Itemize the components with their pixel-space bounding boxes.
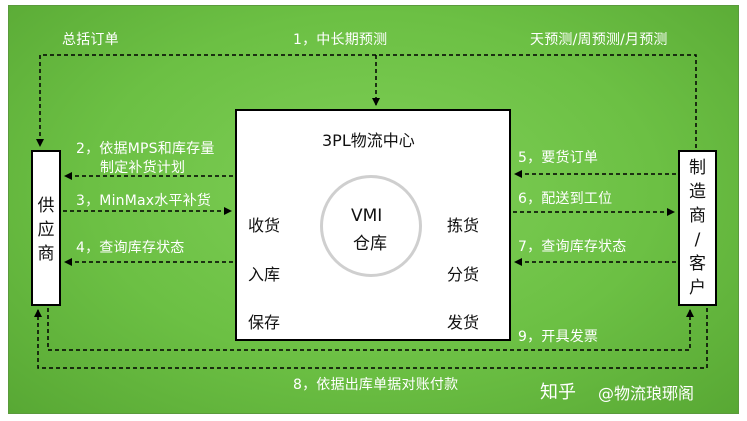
label-query-right: 7，查询库存状态 xyxy=(518,239,627,255)
op-store: 保存 xyxy=(248,313,281,332)
label-payment: 8，依据出库单据对账付款 xyxy=(293,377,459,393)
op-pick: 拣货 xyxy=(447,216,480,235)
label-summary-order: 总括订单 xyxy=(62,32,119,48)
manufacturer-char: 制 xyxy=(689,158,706,178)
label-require-order: 5，要货订单 xyxy=(518,150,599,166)
label-minmax: 3，MinMax水平补货 xyxy=(76,193,212,209)
label-mid-long-forecast: 1，中长期预测 xyxy=(293,32,388,48)
op-putaway: 入库 xyxy=(248,265,281,284)
label-invoice: 9，开具发票 xyxy=(518,329,599,345)
label-query-left: 4，查询库存状态 xyxy=(76,240,185,256)
vmi-warehouse-circle xyxy=(320,175,422,277)
supplier-char: 应 xyxy=(37,220,55,240)
arrow-payment xyxy=(34,308,708,369)
manufacturer-char: 户 xyxy=(689,278,706,298)
supplier-char: 商 xyxy=(37,244,55,264)
label-deliver: 6，配送到工位 xyxy=(518,191,613,207)
manufacturer-box: 制 造 商 / 客 户 xyxy=(678,150,717,306)
manufacturer-char: 商 xyxy=(689,206,706,226)
manufacturer-char: 客 xyxy=(689,254,706,274)
vmi-warehouse-label: 仓库 xyxy=(353,234,387,254)
label-replenish-plan-line2: 制定补货计划 xyxy=(100,160,186,176)
center-title: 3PL物流中心 xyxy=(322,131,415,150)
supplier-box: 供 应 商 xyxy=(31,150,61,306)
watermark-brand: 知乎 xyxy=(540,382,576,403)
watermark-author: @物流琅琊阁 xyxy=(598,384,695,403)
op-receive: 收货 xyxy=(248,216,281,235)
arrow-invoice xyxy=(47,308,694,351)
supplier-char: 供 xyxy=(37,196,55,216)
manufacturer-char: 造 xyxy=(689,182,706,202)
label-period-forecast: 天预测/周预测/月预测 xyxy=(530,32,668,48)
arrow-summary-order xyxy=(36,54,697,148)
manufacturer-char: / xyxy=(694,230,701,250)
op-sort: 分货 xyxy=(447,265,480,284)
label-replenish-plan-line1: 2，依据MPS和库存量 xyxy=(76,141,215,157)
vmi-label: VMI xyxy=(351,206,383,226)
op-ship: 发货 xyxy=(447,313,480,332)
